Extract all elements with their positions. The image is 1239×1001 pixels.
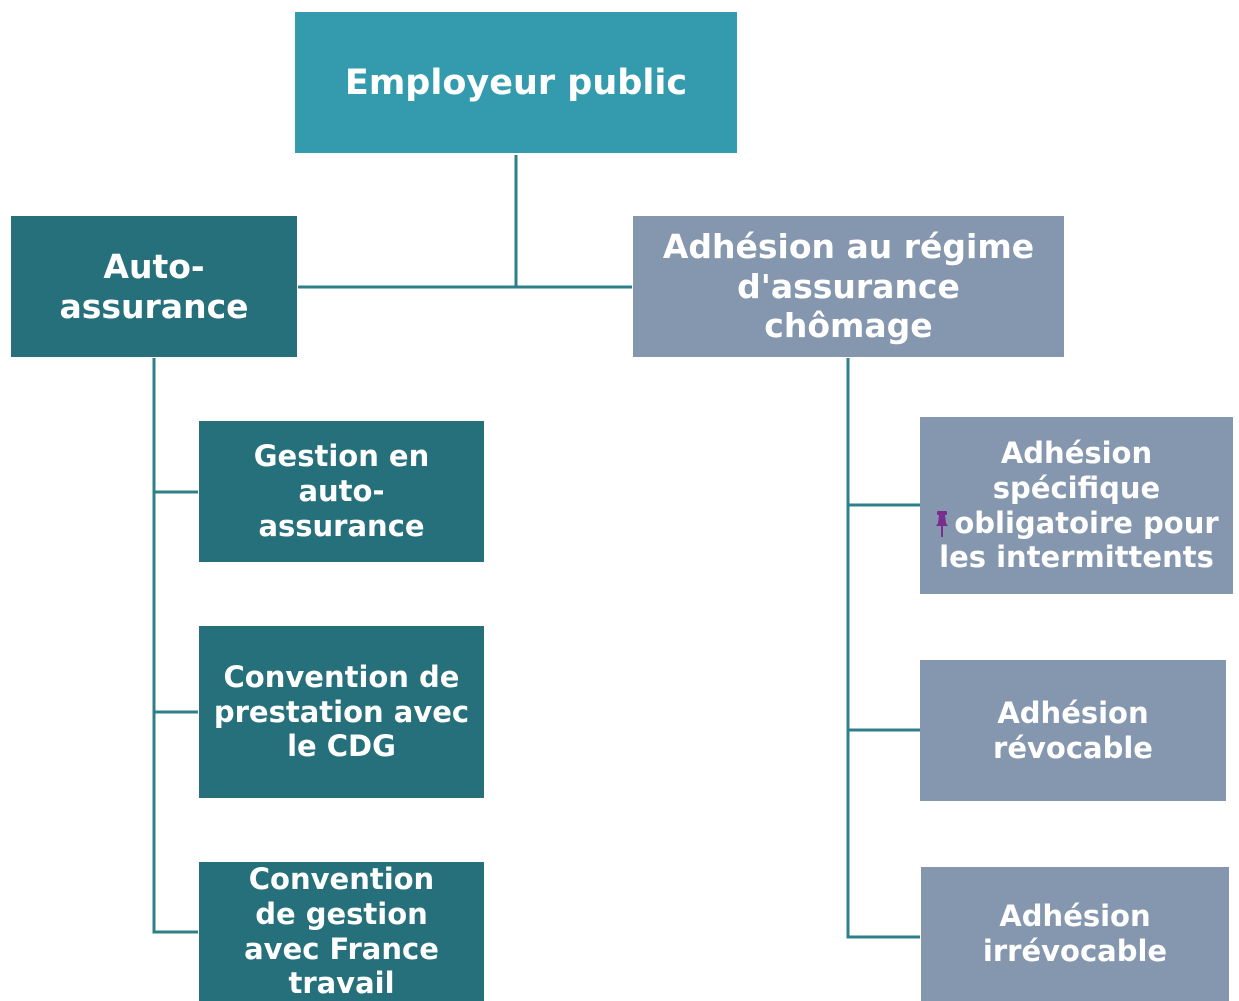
adhesion-regime-node: Adhésion au régime d'assurance chômage xyxy=(633,216,1064,357)
adhesion-specifique-line2: obligatoire pour xyxy=(954,505,1219,540)
adhesion-specifique-line3: les intermittents xyxy=(939,540,1214,575)
auto-assurance-label: Auto-assurance xyxy=(59,246,249,326)
adhesion-irrevocable-node: Adhésion irrévocable xyxy=(921,867,1229,1001)
adhesion-revocable-node: Adhésion révocable xyxy=(920,660,1226,801)
adhesion-specifique-line1: Adhésion spécifique xyxy=(992,435,1161,505)
left-spine-connector xyxy=(152,358,198,934)
root-label: Employeur public xyxy=(344,62,688,103)
convention-gestion-france-travail-label: Convention de gestion avec France travai… xyxy=(244,861,439,1001)
gestion-auto-assurance-label: Gestion en auto-assurance xyxy=(253,439,430,543)
adhesion-irrevocable-label: Adhésion irrévocable xyxy=(982,899,1168,968)
pushpin-icon xyxy=(936,510,949,537)
root-node: Employeur public xyxy=(295,12,737,153)
convention-prestation-cdg-node: Convention de prestation avec le CDG xyxy=(199,626,484,798)
auto-assurance-node: Auto-assurance xyxy=(11,216,297,357)
adhesion-specifique-node: Adhésion spécifique obligatoire pour les… xyxy=(920,417,1233,594)
gestion-auto-assurance-node: Gestion en auto-assurance xyxy=(199,421,484,562)
adhesion-revocable-label: Adhésion révocable xyxy=(993,695,1153,765)
right-spine-connector xyxy=(846,358,920,939)
convention-prestation-cdg-label: Convention de prestation avec le CDG xyxy=(213,659,470,764)
adhesion-regime-label: Adhésion au régime d'assurance chômage xyxy=(662,227,1035,346)
convention-gestion-france-travail-node: Convention de gestion avec France travai… xyxy=(199,862,484,1001)
